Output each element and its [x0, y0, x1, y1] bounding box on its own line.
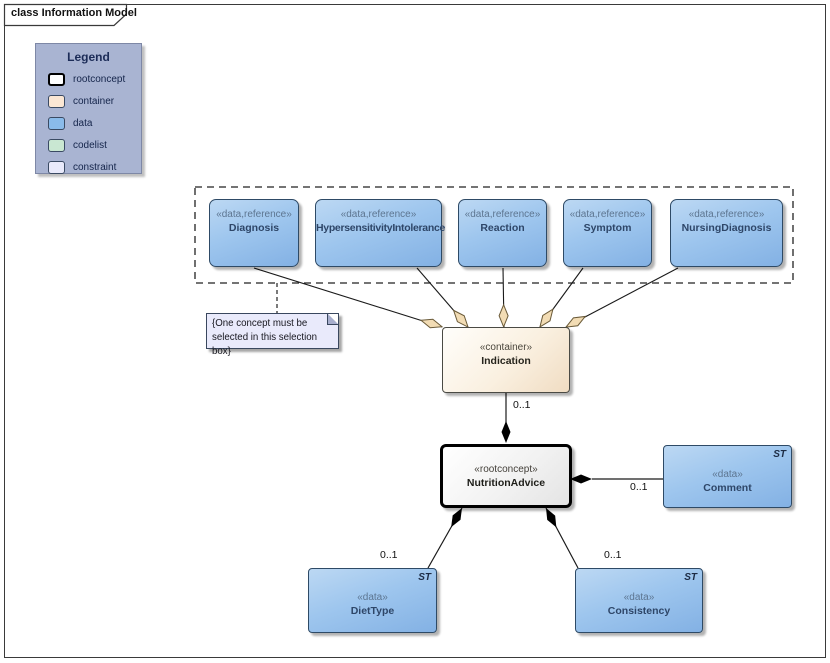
frame-border [4, 4, 826, 658]
composition-diamond-icon [501, 421, 511, 443]
st-type-marker: ST [773, 449, 786, 460]
stereotype-label: «data,reference» [464, 209, 541, 220]
stereotype-label: «data» [357, 592, 388, 603]
legend-title: Legend [67, 50, 110, 64]
class-consistency[interactable]: ST «data» Consistency [575, 568, 703, 633]
stereotype-label: «data,reference» [688, 209, 765, 220]
stereotype-label: «rootconcept» [474, 464, 538, 475]
legend-item-rootconcept: rootconcept [48, 72, 141, 86]
class-name: HypersensitivityIntolerance [316, 222, 446, 234]
stereotype-label: «data,reference» [340, 209, 417, 220]
class-indication[interactable]: «container» Indication [442, 327, 570, 393]
class-diagnosis[interactable]: «data,reference» Diagnosis [209, 199, 299, 267]
aggregation-diamond-icon [539, 308, 554, 329]
multiplicity-label: 0..1 [380, 549, 398, 561]
multiplicity-label: 0..1 [604, 549, 622, 561]
diagram-title: class Information Model [11, 7, 137, 19]
legend-swatch-codelist [48, 138, 65, 152]
note-fold-icon [327, 314, 338, 325]
aggregation-diamond-icon [419, 318, 444, 329]
legend-swatch-container [48, 94, 65, 108]
st-type-marker: ST [418, 572, 431, 583]
stereotype-label: «data,reference» [216, 209, 292, 220]
legend-item-data: data [48, 116, 141, 130]
stereotype-label: «container» [479, 342, 533, 353]
class-name: Comment [703, 482, 752, 494]
class-nutritionadvice[interactable]: «rootconcept» NutritionAdvice [440, 444, 572, 508]
composition-diamond-icon [451, 508, 462, 528]
stereotype-label: «data,reference» [569, 209, 646, 220]
legend-item-label: rootconcept [73, 73, 126, 85]
constraint-note-text: {One concept must be selected in this se… [212, 318, 318, 357]
frame-tab [3, 3, 128, 27]
composition-diamond-icon [570, 474, 592, 484]
class-reaction[interactable]: «data,reference» Reaction [458, 199, 547, 267]
legend-item-container: container [48, 94, 141, 108]
class-name: Symptom [583, 222, 632, 234]
class-symptom[interactable]: «data,reference» Symptom [563, 199, 652, 267]
legend-item-label: codelist [73, 139, 107, 151]
st-type-marker: ST [684, 572, 697, 583]
constraint-note[interactable]: {One concept must be selected in this se… [206, 313, 339, 357]
legend-swatch-constraint [48, 160, 65, 174]
class-name: Consistency [607, 605, 671, 617]
aggregation-diamond-icon [498, 303, 509, 329]
class-name: Reaction [480, 222, 525, 234]
class-comment[interactable]: ST «data» Comment [663, 445, 792, 508]
legend-item-label: constraint [73, 161, 117, 173]
class-hypersensitivityintolerance[interactable]: «data,reference» HypersensitivityIntoler… [315, 199, 446, 267]
class-diettype[interactable]: ST «data» DietType [308, 568, 437, 633]
legend-item-label: container [73, 95, 115, 107]
legend-item-label: data [73, 117, 93, 129]
multiplicity-label: 0..1 [630, 481, 648, 493]
class-name: DietType [350, 605, 395, 617]
class-nursingdiagnosis[interactable]: «data,reference» NursingDiagnosis [670, 199, 783, 267]
class-name: NursingDiagnosis [681, 222, 772, 234]
legend-swatch-rootconcept [48, 72, 65, 86]
class-name: Diagnosis [228, 222, 280, 234]
stereotype-label: «data» [712, 469, 743, 480]
aggregation-line-diagnosis [253, 267, 443, 328]
legend-swatch-data [48, 116, 65, 130]
composition-diamond-icon [546, 508, 557, 528]
multiplicity-label: 0..1 [513, 399, 531, 411]
class-name: NutritionAdvice [466, 477, 546, 489]
legend: Legend rootconcept container data codeli… [35, 43, 142, 174]
legend-item-codelist: codelist [48, 138, 141, 152]
class-name: Indication [481, 355, 531, 367]
stereotype-label: «data» [623, 592, 655, 603]
legend-item-constraint: constraint [48, 160, 141, 174]
